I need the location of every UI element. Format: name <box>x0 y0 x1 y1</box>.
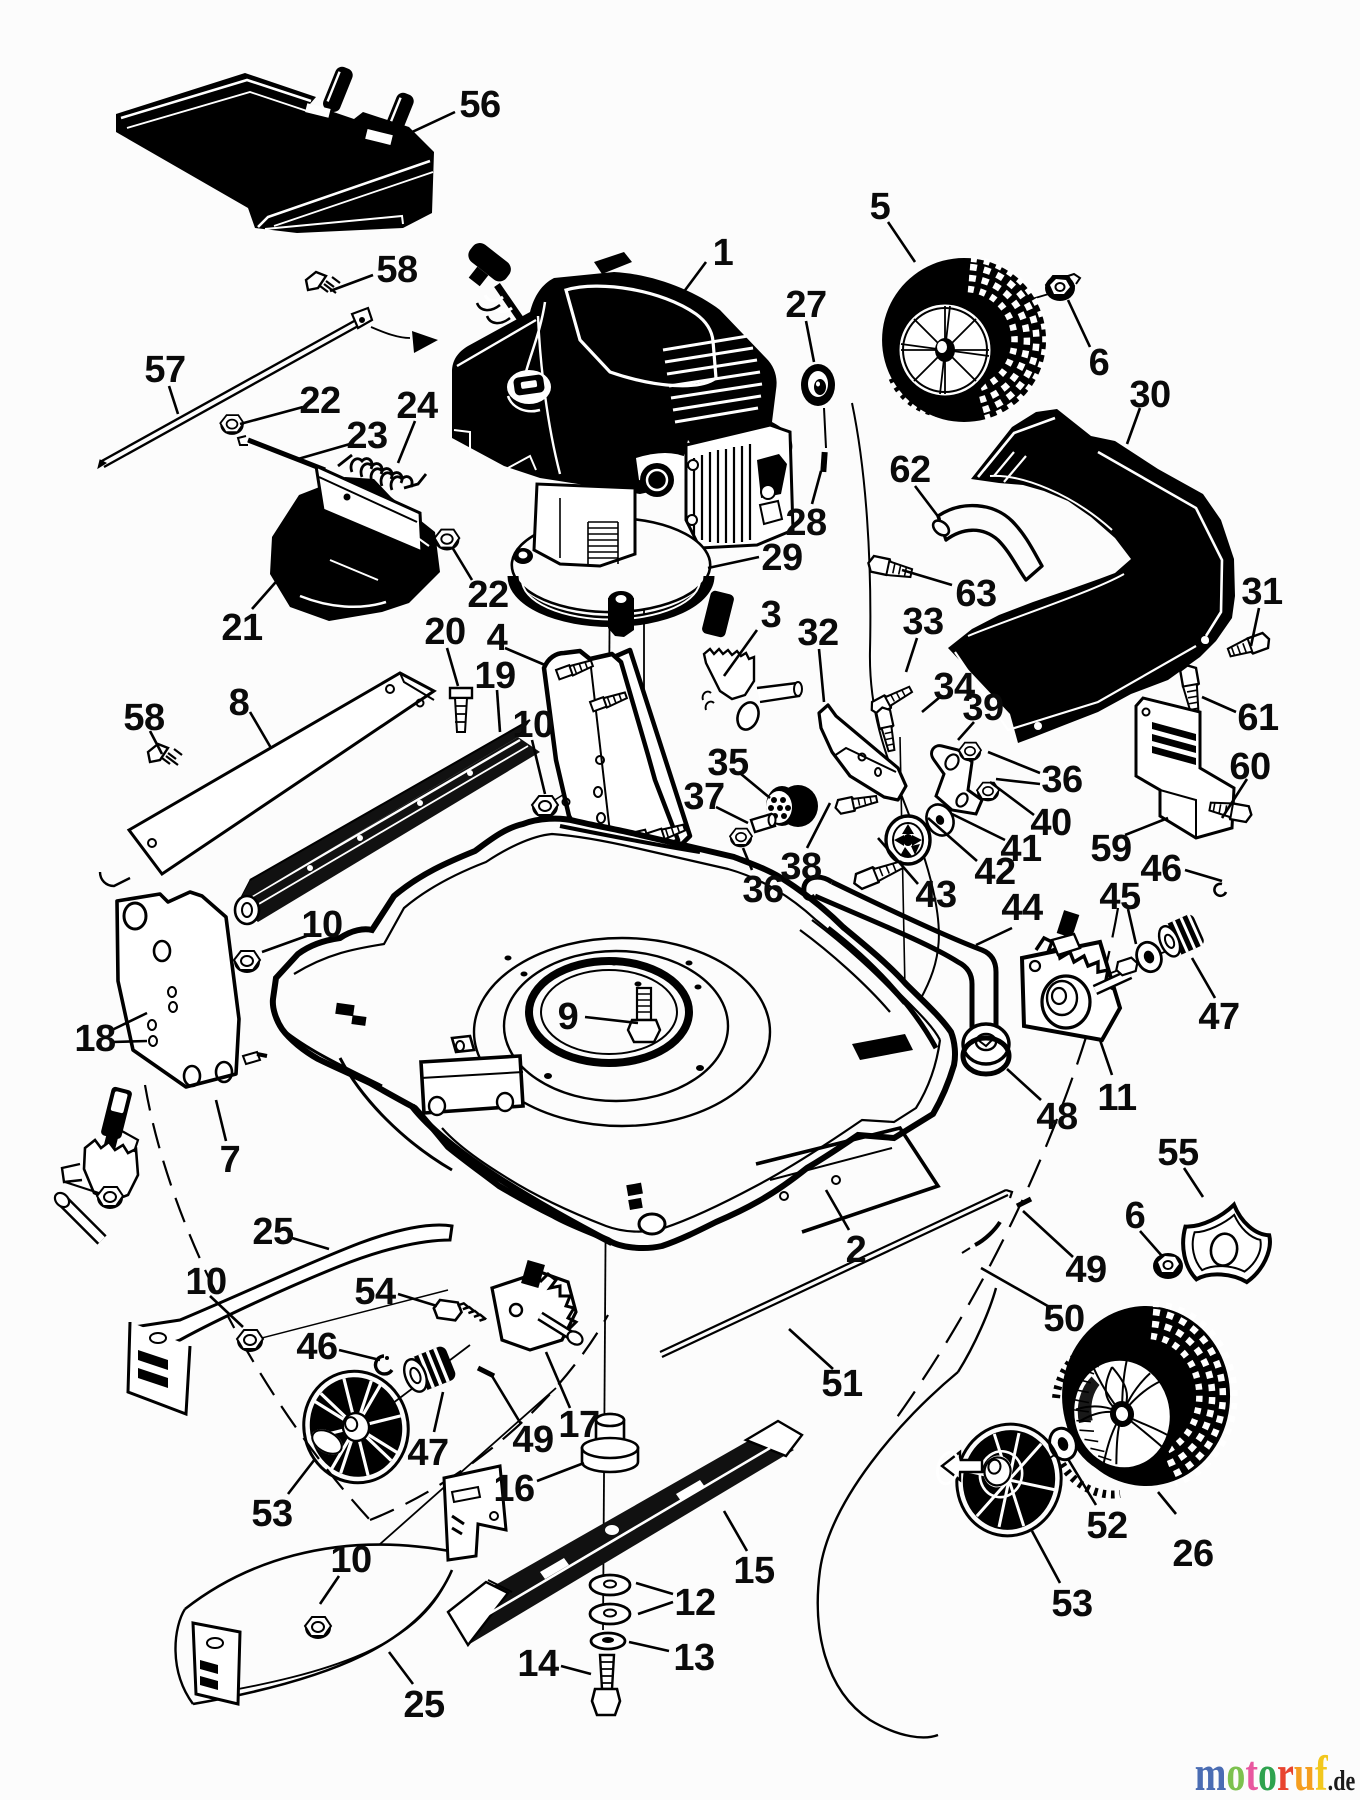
svg-text:12: 12 <box>674 1582 715 1624</box>
svg-text:6: 6 <box>1089 342 1110 384</box>
svg-text:33: 33 <box>902 601 943 643</box>
svg-text:54: 54 <box>354 1271 396 1313</box>
svg-text:3: 3 <box>761 594 782 636</box>
svg-text:37: 37 <box>683 776 724 818</box>
svg-text:25: 25 <box>403 1684 445 1726</box>
svg-text:13: 13 <box>673 1637 714 1679</box>
svg-text:10: 10 <box>512 704 553 746</box>
svg-text:50: 50 <box>1043 1298 1084 1340</box>
svg-text:51: 51 <box>821 1363 863 1405</box>
svg-text:23: 23 <box>346 415 387 457</box>
svg-text:34: 34 <box>933 666 975 708</box>
svg-text:31: 31 <box>1241 571 1283 613</box>
svg-text:47: 47 <box>1198 996 1239 1038</box>
svg-text:16: 16 <box>493 1468 534 1510</box>
svg-text:46: 46 <box>1140 848 1181 890</box>
svg-text:47: 47 <box>407 1432 448 1474</box>
svg-text:42: 42 <box>974 851 1015 893</box>
svg-text:4: 4 <box>487 617 508 659</box>
svg-text:10: 10 <box>301 904 342 946</box>
svg-text:55: 55 <box>1157 1132 1199 1174</box>
svg-text:24: 24 <box>396 385 438 427</box>
svg-text:27: 27 <box>785 284 826 326</box>
svg-text:56: 56 <box>459 84 500 126</box>
svg-text:60: 60 <box>1229 746 1270 788</box>
svg-text:20: 20 <box>424 611 465 653</box>
svg-text:57: 57 <box>144 349 185 391</box>
svg-text:43: 43 <box>915 874 956 916</box>
svg-text:39: 39 <box>962 687 1003 729</box>
svg-text:2: 2 <box>846 1229 867 1271</box>
svg-text:53: 53 <box>1051 1583 1092 1625</box>
svg-text:7: 7 <box>220 1139 241 1181</box>
svg-text:25: 25 <box>252 1211 294 1253</box>
svg-text:26: 26 <box>1172 1533 1213 1575</box>
svg-text:49: 49 <box>1065 1249 1106 1291</box>
svg-text:45: 45 <box>1099 876 1141 918</box>
svg-text:62: 62 <box>889 449 930 491</box>
svg-text:6: 6 <box>1125 1195 1146 1237</box>
svg-text:49: 49 <box>512 1419 553 1461</box>
svg-text:19: 19 <box>474 655 515 697</box>
svg-text:35: 35 <box>707 742 749 784</box>
svg-text:59: 59 <box>1090 828 1131 870</box>
svg-text:30: 30 <box>1129 374 1170 416</box>
svg-text:10: 10 <box>330 1539 371 1581</box>
svg-text:58: 58 <box>123 697 164 739</box>
svg-text:40: 40 <box>1030 802 1071 844</box>
svg-text:44: 44 <box>1001 887 1043 929</box>
svg-text:63: 63 <box>955 573 996 615</box>
svg-text:15: 15 <box>733 1550 775 1592</box>
svg-text:36: 36 <box>1041 759 1082 801</box>
svg-text:46: 46 <box>296 1326 337 1368</box>
svg-text:61: 61 <box>1237 697 1279 739</box>
svg-text:18: 18 <box>74 1018 115 1060</box>
svg-text:21: 21 <box>221 607 263 649</box>
svg-text:22: 22 <box>467 574 508 616</box>
svg-text:8: 8 <box>229 682 250 724</box>
svg-text:17: 17 <box>558 1404 599 1446</box>
svg-text:32: 32 <box>797 612 838 654</box>
svg-text:22: 22 <box>299 380 340 422</box>
svg-text:11: 11 <box>1097 1077 1137 1119</box>
svg-text:36: 36 <box>742 869 783 911</box>
svg-text:14: 14 <box>517 1643 559 1685</box>
svg-text:58: 58 <box>376 249 417 291</box>
svg-text:41: 41 <box>1000 828 1042 870</box>
svg-text:10: 10 <box>185 1261 226 1303</box>
svg-text:53: 53 <box>251 1493 292 1535</box>
svg-text:52: 52 <box>1086 1505 1127 1547</box>
svg-text:9: 9 <box>558 996 579 1038</box>
svg-text:29: 29 <box>761 537 802 579</box>
svg-text:5: 5 <box>870 186 891 228</box>
svg-text:28: 28 <box>785 502 826 544</box>
svg-text:1: 1 <box>713 232 734 274</box>
svg-text:38: 38 <box>780 846 821 888</box>
svg-text:48: 48 <box>1036 1096 1077 1138</box>
